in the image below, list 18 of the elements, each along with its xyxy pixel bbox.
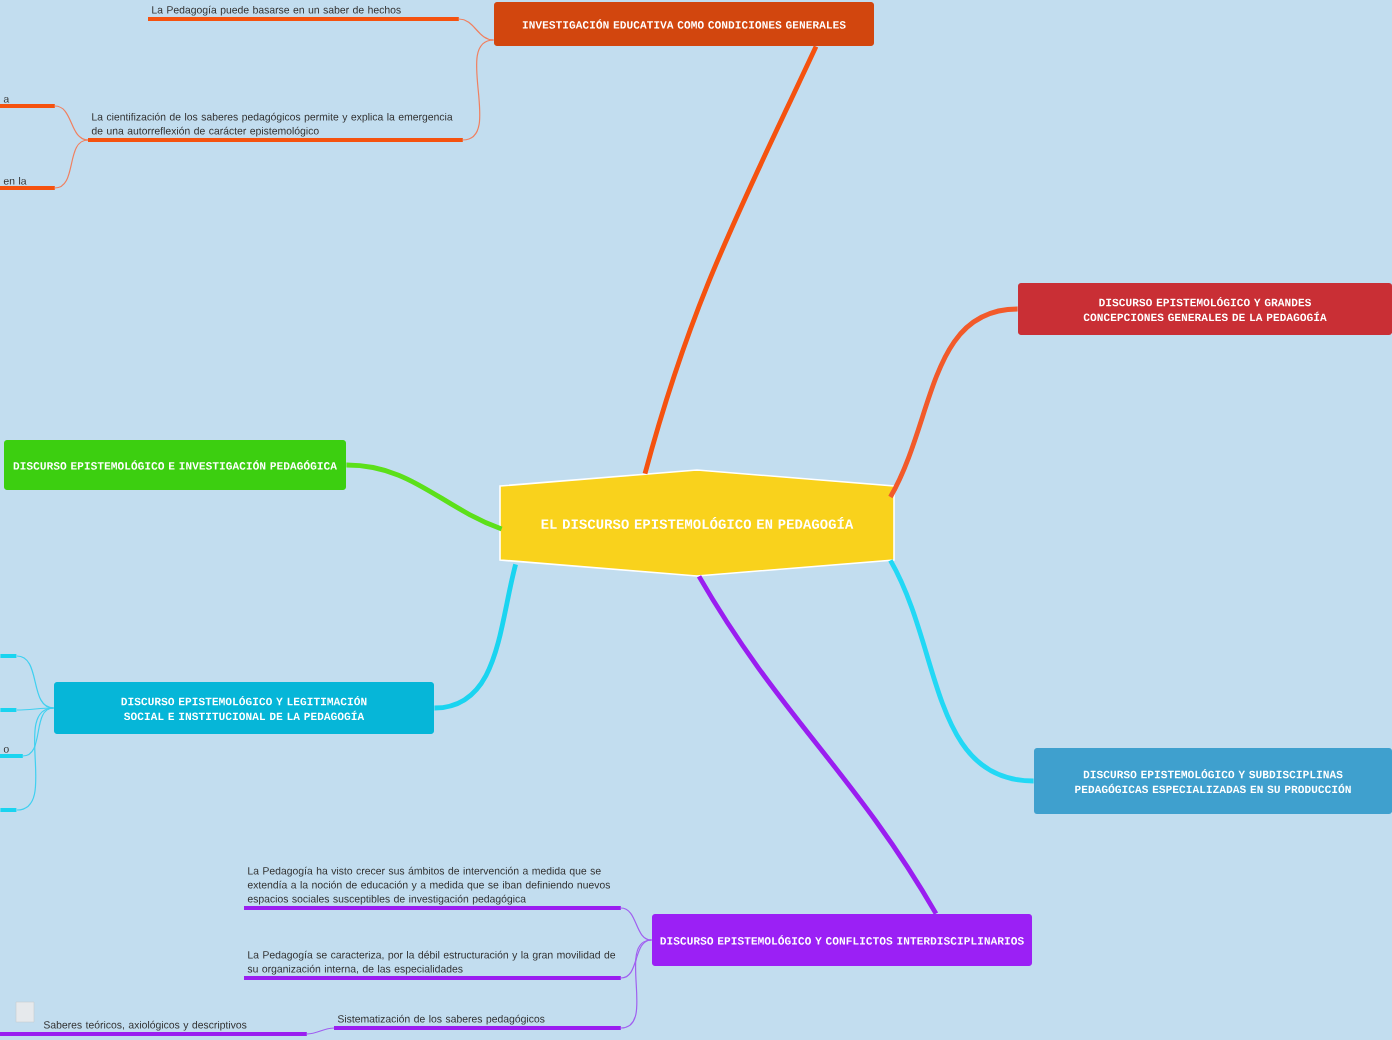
branch-line <box>346 462 503 532</box>
branch-line <box>888 559 1034 784</box>
branch-line <box>434 563 518 711</box>
branch-line <box>54 105 89 141</box>
branch-line <box>696 575 939 915</box>
branch-line <box>458 18 495 41</box>
branch-line <box>22 707 55 757</box>
branch-line <box>306 1027 335 1035</box>
branch-line <box>620 939 653 1029</box>
branch-line <box>16 707 55 711</box>
branch-line <box>620 939 653 979</box>
branch-line <box>888 306 1018 499</box>
branch-line <box>16 707 55 811</box>
branch-line <box>54 139 89 189</box>
branch-line <box>462 39 495 141</box>
branch-line <box>642 45 819 475</box>
branch-line <box>620 907 653 941</box>
branch-line <box>16 655 55 709</box>
